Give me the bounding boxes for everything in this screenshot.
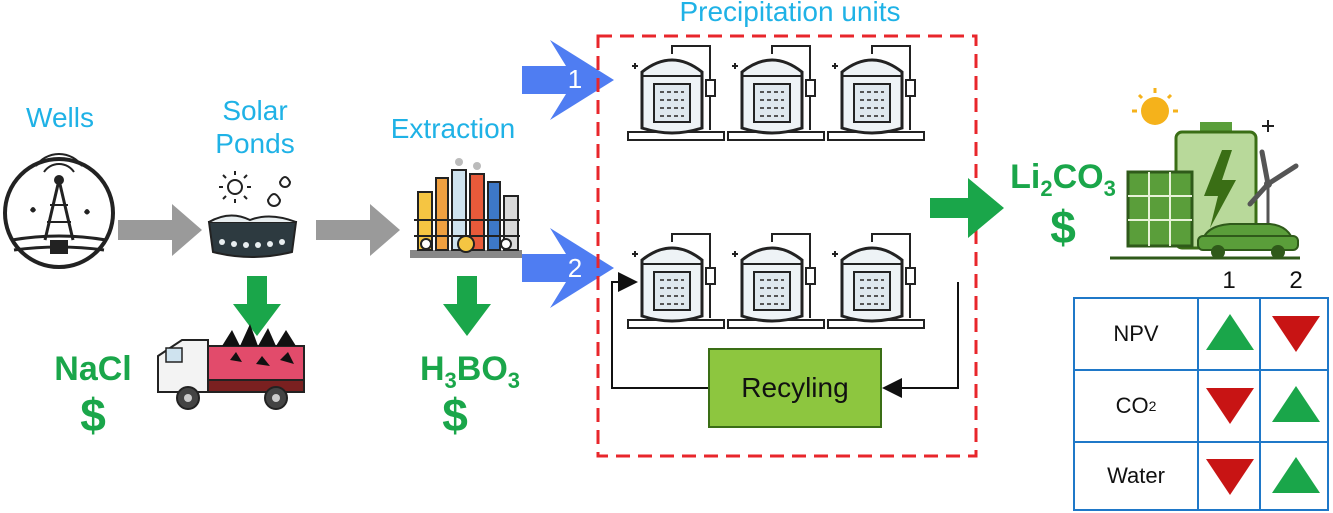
h3bo3-dollar: $ xyxy=(442,389,468,441)
water-route-2-cell xyxy=(1261,443,1327,509)
recycling-box: Recyling xyxy=(708,348,882,428)
reactor-tank-icon xyxy=(827,45,925,141)
route-1-header: 1 xyxy=(1222,267,1236,294)
npv-route2-down-triangle xyxy=(1272,316,1320,352)
table-row: Water xyxy=(1075,443,1327,509)
npv-route-1-cell xyxy=(1199,299,1261,369)
flow-arrow-wells-ponds xyxy=(118,204,202,256)
solar-battery-ev-icon xyxy=(1110,88,1300,260)
nacl-label: NaCl xyxy=(54,350,132,388)
reactor-tank-icon xyxy=(827,233,925,329)
li2co3-label: Li2CO3 xyxy=(1010,158,1116,201)
solar-pond-icon xyxy=(207,171,298,258)
npv-route-2-cell xyxy=(1261,299,1327,369)
water-route2-up-triangle xyxy=(1272,457,1320,493)
precipitation-boundary xyxy=(596,34,978,458)
co2-route1-down-triangle xyxy=(1206,388,1254,424)
co2-route2-up-triangle xyxy=(1272,386,1320,422)
co2-route-2-cell xyxy=(1261,371,1327,441)
route-arrow-2 xyxy=(522,228,614,308)
recycle-return-line xyxy=(611,272,708,389)
extraction-label: Extraction xyxy=(390,113,516,144)
extraction-plant-icon xyxy=(410,158,522,258)
wells-label: Wells xyxy=(26,102,94,133)
route-2-header: 2 xyxy=(1289,267,1303,294)
h3bo3-label: H3BO3 xyxy=(419,350,521,393)
reactor-tank-icon xyxy=(627,233,725,329)
flow-arrow-ponds-nacl xyxy=(233,276,281,336)
oil-well-icon xyxy=(3,153,115,269)
reactor-row-2 xyxy=(627,233,925,329)
precipitation-units-label: Precipitation units xyxy=(679,0,901,27)
solar-ponds-label: Solar Ponds xyxy=(215,95,295,159)
reactor-row-1 xyxy=(627,45,925,141)
water-route1-down-triangle xyxy=(1206,459,1254,495)
flow-arrow-ponds-extraction xyxy=(316,204,400,256)
flow-arrow-li2co3 xyxy=(930,178,1004,238)
route-arrow-1 xyxy=(522,40,614,120)
recycling-label: Recyling xyxy=(741,372,849,403)
npv-route1-up-triangle xyxy=(1206,314,1254,350)
route-2-number: 2 xyxy=(567,253,583,283)
recycle-feed-line xyxy=(882,282,959,398)
salt-truck-icon xyxy=(157,324,305,410)
water-label: Water xyxy=(1075,443,1199,509)
co2-route-1-cell xyxy=(1199,371,1261,441)
reactor-tank-icon xyxy=(627,45,725,141)
table-row: NPV xyxy=(1075,299,1327,371)
water-route-1-cell xyxy=(1199,443,1261,509)
reactor-tank-icon xyxy=(727,233,825,329)
npv-label: NPV xyxy=(1075,299,1199,369)
comparison-indicators xyxy=(1206,314,1320,495)
nacl-dollar: $ xyxy=(80,389,106,441)
reactor-tank-icon xyxy=(727,45,825,141)
li2co3-dollar: $ xyxy=(1050,201,1076,253)
route-1-number: 1 xyxy=(567,64,583,94)
flow-arrow-extraction-h3bo3 xyxy=(443,276,491,336)
